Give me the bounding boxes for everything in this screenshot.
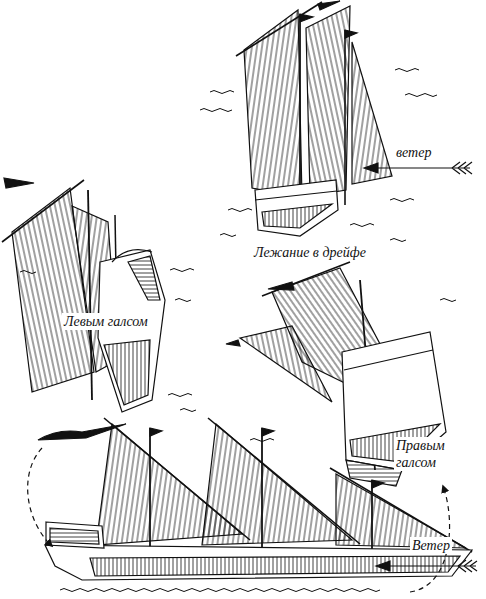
ship-adrift [236, 1, 392, 236]
caption-text: Левым галсом [62, 313, 150, 330]
ship-port-tack [2, 178, 165, 440]
course-arrow [28, 448, 450, 592]
caption-text: ветер [394, 144, 433, 161]
caption-text: Ветер [410, 537, 452, 554]
wind-arrow [364, 162, 477, 572]
caption-text: Правым галсом [394, 437, 458, 471]
caption-text: Лежание в дрейфе [252, 244, 368, 261]
ship-side-view [45, 418, 472, 580]
